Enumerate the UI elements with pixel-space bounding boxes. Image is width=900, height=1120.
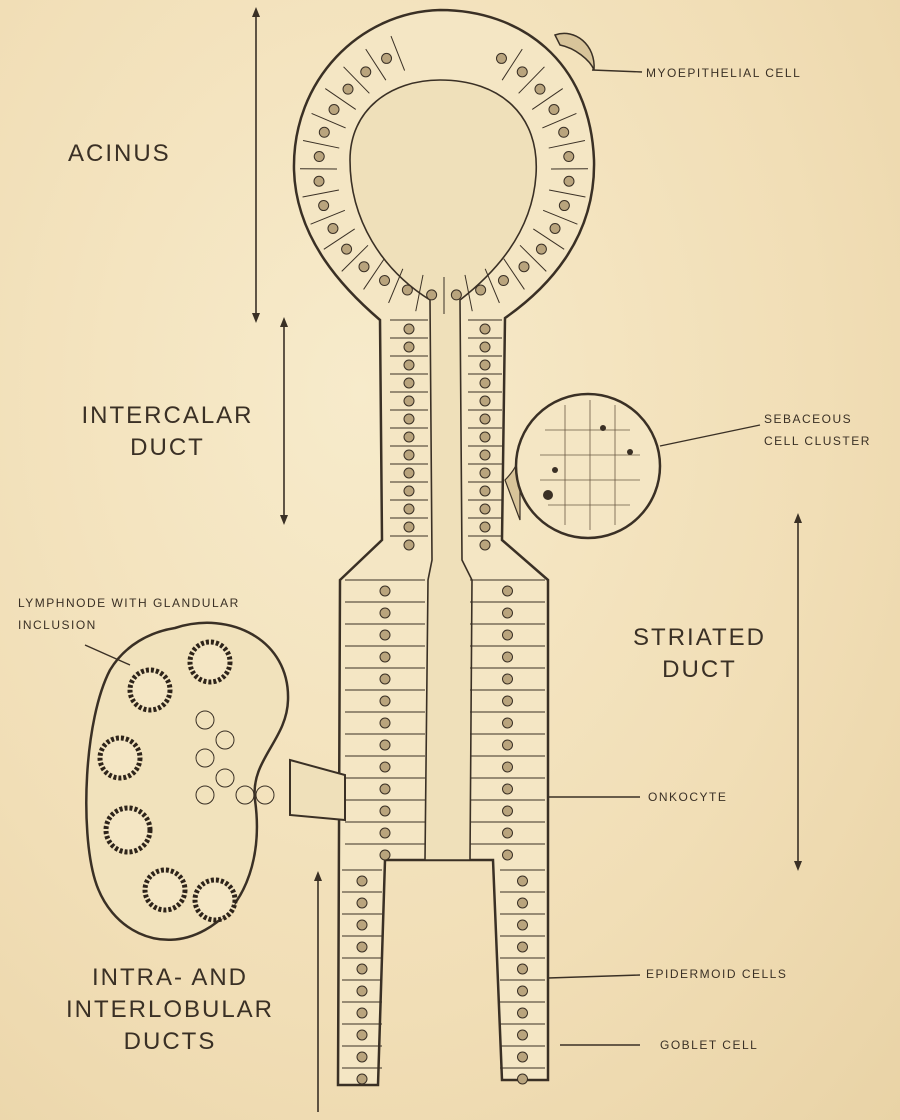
label-goblet-cell: GOBLET CELL bbox=[660, 1034, 758, 1056]
label-myoepithelial-cell: MYOEPITHELIAL CELL bbox=[646, 62, 801, 84]
label-ducts: INTRA- AND INTERLOBULAR DUCTS bbox=[40, 962, 300, 1058]
leader-myoepithelial bbox=[592, 70, 642, 72]
label-lymphnode: LYMPHNODE WITH GLANDULAR INCLUSION bbox=[18, 592, 240, 636]
label-epidermoid-cells: EPIDERMOID CELLS bbox=[646, 963, 787, 985]
leader-epidermoid bbox=[548, 975, 640, 978]
label-striated-duct: STRIATED DUCT bbox=[612, 622, 787, 686]
label-acinus: ACINUS bbox=[68, 138, 171, 170]
leader-sebaceous bbox=[660, 425, 760, 446]
sebaceous-cell-cluster bbox=[505, 394, 660, 538]
label-onkocyte: ONKOCYTE bbox=[648, 786, 727, 808]
label-sebaceous-cluster: SEBACEOUS CELL CLUSTER bbox=[764, 408, 871, 452]
label-intercalar-duct: INTERCALAR DUCT bbox=[60, 400, 275, 464]
lymph-node bbox=[86, 623, 345, 940]
